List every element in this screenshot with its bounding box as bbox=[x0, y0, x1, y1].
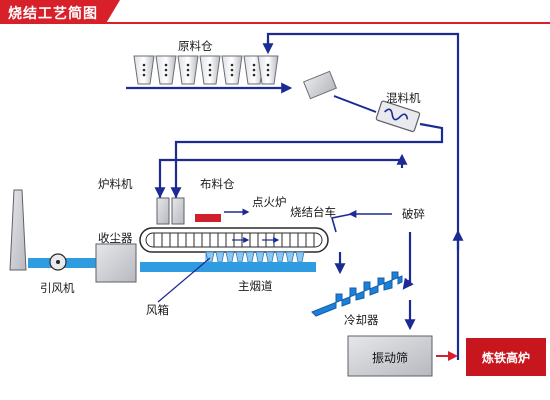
label-fan: 引风机 bbox=[40, 281, 75, 295]
label-dust-collector: 收尘器 bbox=[98, 231, 133, 245]
mixer-drum bbox=[375, 100, 421, 133]
title-banner bbox=[0, 0, 120, 24]
label-raw-bin: 原料仓 bbox=[178, 39, 213, 53]
main-flue bbox=[140, 262, 316, 272]
label-wind-box: 风箱 bbox=[146, 303, 169, 317]
exhaust-pipe bbox=[28, 258, 128, 268]
blast-furnace-box bbox=[466, 338, 546, 376]
dust-collector-box bbox=[95, 243, 137, 283]
title-bar: 烧结工艺简图 bbox=[0, 0, 550, 26]
raw-material-bins bbox=[133, 55, 279, 85]
induced-draft-fan bbox=[49, 253, 67, 271]
hearth-layer-flow bbox=[158, 156, 404, 198]
transfer-chute bbox=[302, 70, 338, 100]
label-crusher: 破碎 bbox=[402, 207, 425, 221]
wind-boxes bbox=[205, 251, 305, 263]
crusher-inlet-flow bbox=[330, 213, 353, 233]
label-feed-bin: 布料仓 bbox=[200, 177, 235, 191]
wind-box-pointer bbox=[157, 257, 211, 303]
label-main-flue: 主烟道 bbox=[238, 279, 273, 293]
label-hearth-feeder: 炉料机 bbox=[98, 177, 133, 191]
sinter-strand bbox=[139, 227, 329, 253]
label-igniter: 点火炉 bbox=[252, 195, 287, 209]
diagram-title: 烧结工艺简图 bbox=[8, 6, 98, 22]
feed-bin bbox=[171, 197, 185, 225]
label-sinter-machine: 烧结台车 bbox=[290, 205, 336, 219]
cooler bbox=[311, 271, 403, 317]
label-vibrating-screen: 振动筛 bbox=[371, 351, 408, 365]
chimney bbox=[9, 189, 27, 271]
label-mixer: 混料机 bbox=[386, 91, 421, 105]
title-underline bbox=[104, 22, 550, 24]
chute-to-mixer-flow bbox=[333, 95, 377, 113]
label-blast-furnace: 炼铁高炉 bbox=[481, 351, 530, 365]
igniter bbox=[195, 214, 221, 222]
hearth-feeder bbox=[156, 197, 170, 225]
label-cooler: 冷却器 bbox=[344, 313, 379, 327]
vibrating-screen-box bbox=[347, 335, 433, 377]
